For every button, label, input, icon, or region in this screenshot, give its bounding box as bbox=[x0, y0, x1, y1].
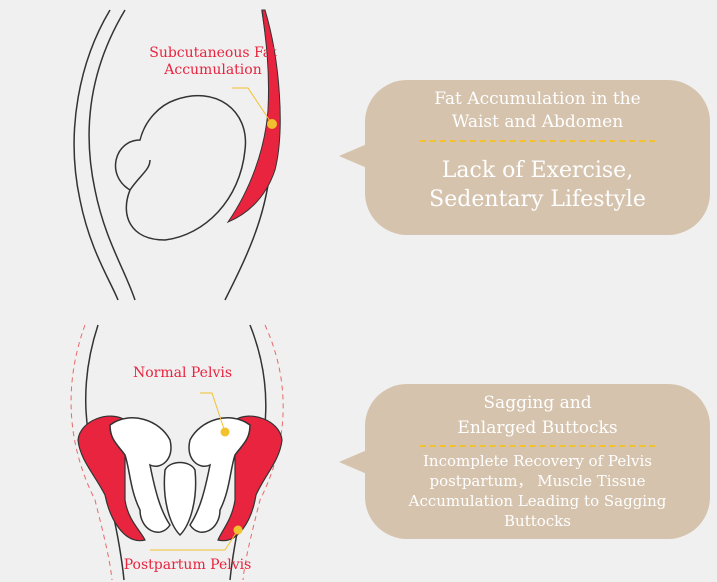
pointer-line-top bbox=[232, 87, 273, 125]
bubble-tail bbox=[339, 450, 367, 474]
bubble-body: Lack of Exercise, Sedentary Lifestyle bbox=[365, 150, 710, 214]
title-line: Sagging and bbox=[483, 393, 592, 413]
body-line: Sedentary Lifestyle bbox=[429, 187, 646, 212]
body-line: postpartum， Muscle Tissue bbox=[429, 472, 646, 490]
bubble-tail bbox=[339, 144, 367, 168]
dashed-divider bbox=[420, 445, 655, 447]
pointer-dot-postpartum bbox=[233, 525, 243, 535]
body-line: Buttocks bbox=[504, 512, 571, 530]
body-line: Incomplete Recovery of Pelvis bbox=[423, 452, 652, 470]
sagging-buttocks-bubble: Sagging and Enlarged Buttocks Incomplete… bbox=[339, 384, 710, 539]
postpartum-pelvis-label: Postpartum Pelvis bbox=[123, 557, 252, 573]
pointer-line-normal bbox=[200, 392, 226, 433]
body-line: Lack of Exercise, bbox=[441, 158, 634, 183]
label-line: Subcutaneous Fat bbox=[149, 45, 277, 61]
normal-pelvis-label: Normal Pelvis bbox=[132, 365, 233, 381]
title-line: Waist and Abdomen bbox=[451, 112, 624, 132]
body-line: Accumulation Leading to Sagging bbox=[408, 492, 667, 510]
bubble-body: Incomplete Recovery of Pelvis postpartum… bbox=[365, 451, 710, 531]
bubble-title: Sagging and Enlarged Buttocks bbox=[365, 384, 710, 441]
fat-accumulation-bubble: Fat Accumulation in the Waist and Abdome… bbox=[339, 80, 710, 235]
pointer-dot-normal bbox=[220, 427, 230, 437]
bubble-title: Fat Accumulation in the Waist and Abdome… bbox=[365, 80, 710, 134]
pointer-line-postpartum bbox=[150, 529, 239, 551]
label-line: Accumulation bbox=[164, 62, 262, 78]
title-line: Enlarged Buttocks bbox=[457, 418, 618, 438]
pointer-dot-top bbox=[267, 119, 277, 129]
title-line: Fat Accumulation in the bbox=[434, 89, 641, 109]
fat-layer bbox=[226, 9, 281, 224]
dashed-divider bbox=[420, 140, 655, 142]
pelvis-bones bbox=[77, 415, 283, 542]
subcutaneous-fat-label: Subcutaneous Fat Accumulation bbox=[128, 45, 298, 79]
